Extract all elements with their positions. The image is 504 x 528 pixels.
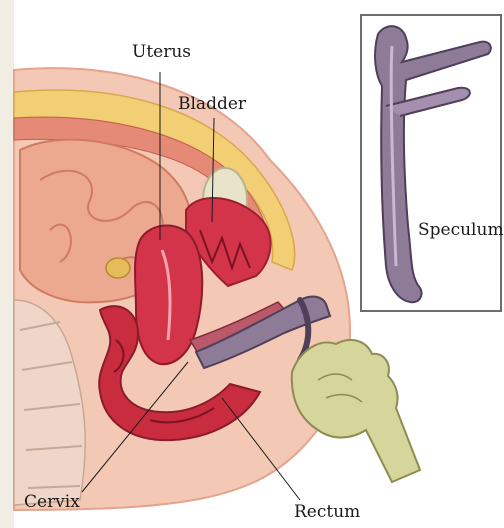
- label-cervix: Cervix: [24, 494, 80, 511]
- ovary: [106, 258, 130, 278]
- label-rectum: Rectum: [294, 504, 360, 521]
- label-speculum: Speculum: [418, 222, 504, 239]
- label-uterus: Uterus: [132, 44, 191, 61]
- gloved-hand-icon: [292, 340, 420, 482]
- label-bladder: Bladder: [178, 96, 246, 113]
- speculum-inset-icon: [362, 16, 504, 314]
- speculum-inset-panel: [360, 14, 502, 312]
